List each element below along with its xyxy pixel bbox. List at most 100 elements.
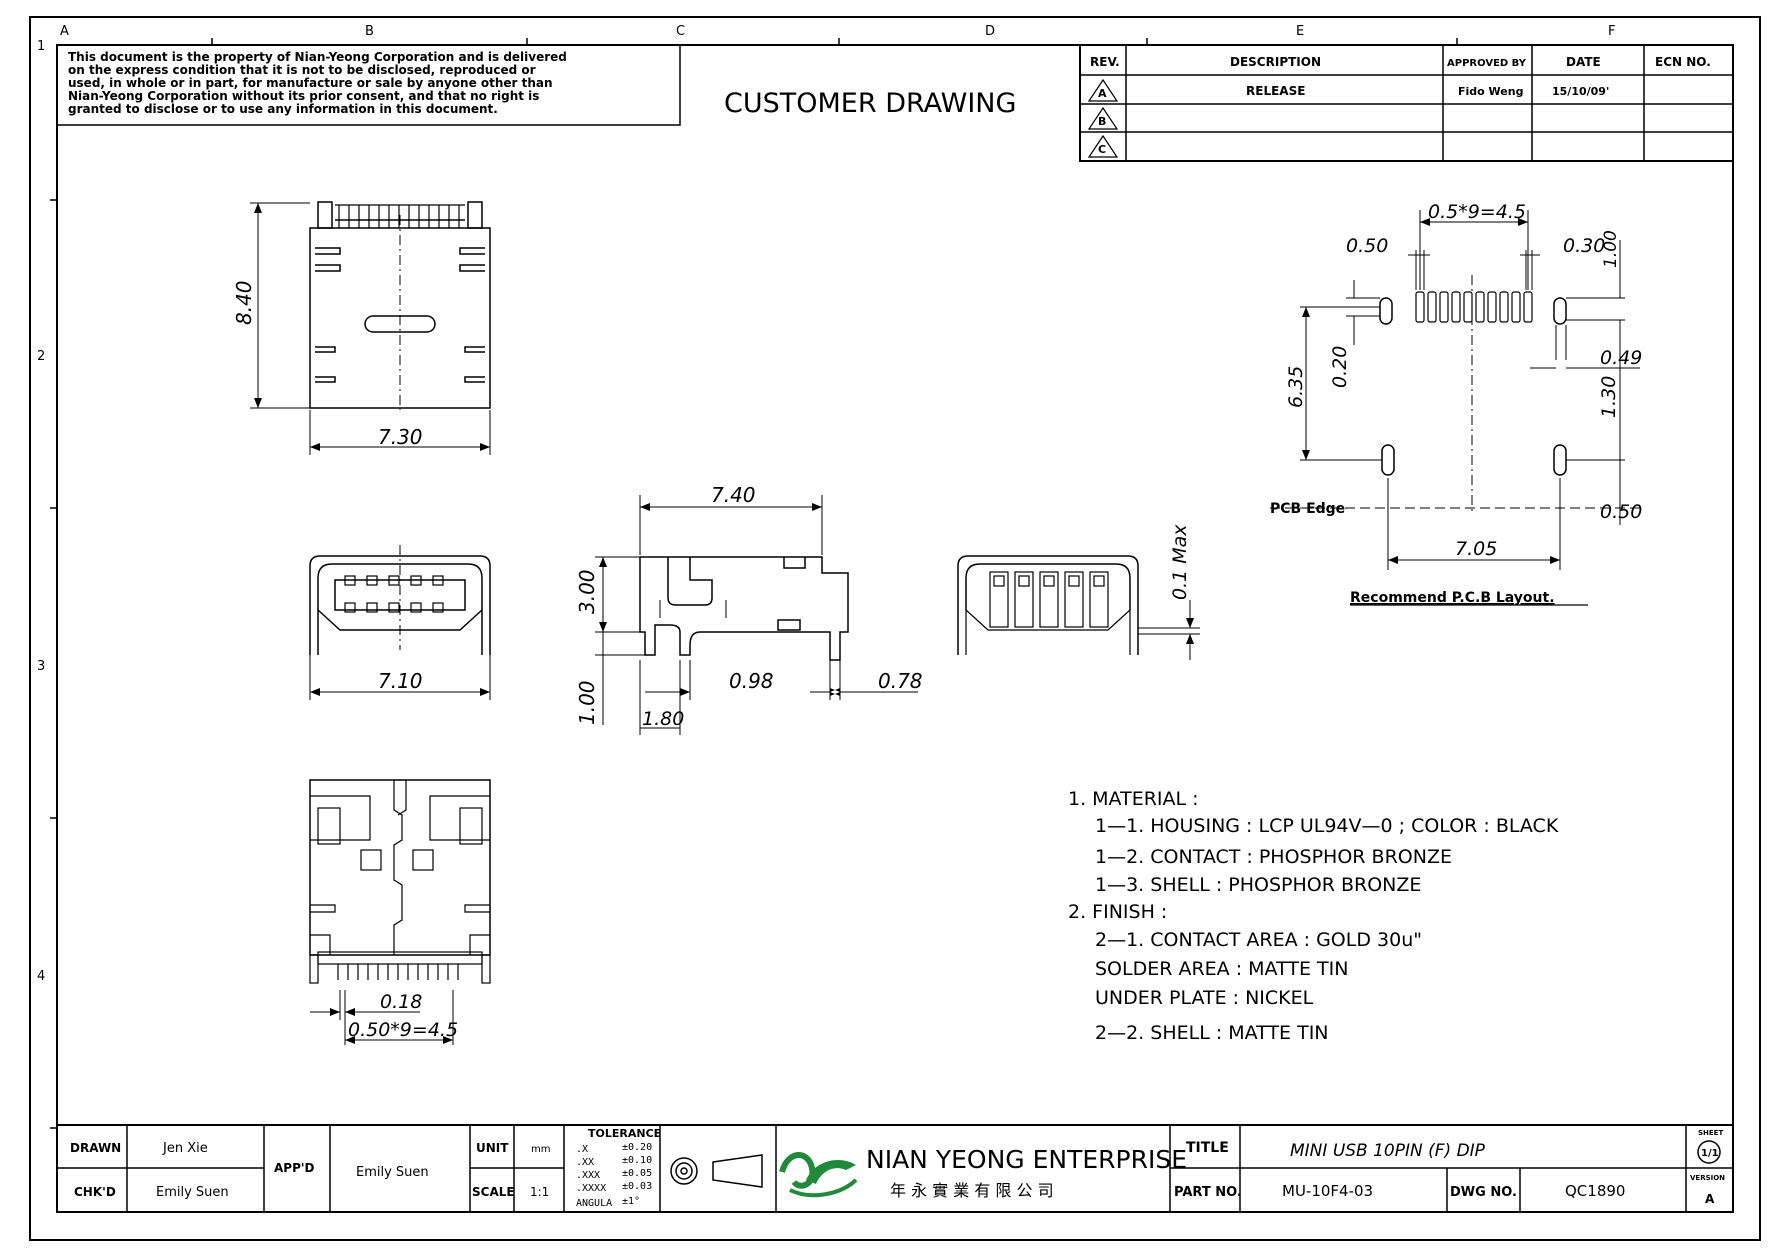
- notice-line: Nian-Yeong Corporation without its prior…: [68, 89, 539, 103]
- rev-a-description: RELEASE: [1246, 84, 1305, 98]
- pcb-050b-dim: 0.50: [1600, 501, 1642, 523]
- company-logo-icon: [779, 1152, 858, 1198]
- third-angle-projection-icon: [670, 1154, 763, 1188]
- zone-number-3: 3: [37, 659, 45, 674]
- tolerance-label: TOLERANCE: [588, 1127, 661, 1140]
- zone-ticks: [50, 38, 1458, 1129]
- tolerance-key: .XX: [576, 1157, 594, 1168]
- description-header: DESCRIPTION: [1230, 55, 1321, 69]
- rev-header: REV.: [1090, 55, 1120, 69]
- side-leg-dim: 1.00: [575, 680, 599, 725]
- pcb-030-dim: 0.30: [1563, 235, 1605, 257]
- dwg-no-label: DWG NO.: [1450, 1185, 1517, 1200]
- zone-letter-b: B: [365, 24, 374, 39]
- tolerance-value: ±0.05: [622, 1168, 652, 1179]
- tolerance-key: .X: [576, 1144, 588, 1155]
- note-line: 1—1. HOUSING : LCP UL94V—0 ; COLOR : BLA…: [1095, 815, 1559, 837]
- side-width-dim: 7.40: [711, 483, 756, 507]
- zone-letter-a: A: [60, 24, 69, 39]
- zone-letter-c: C: [676, 24, 685, 39]
- company-name: NIAN YEONG ENTERPRISE: [866, 1145, 1187, 1174]
- zone-letter-e: E: [1296, 24, 1304, 39]
- appd-name: Emily Suen: [356, 1165, 429, 1180]
- drawn-name: Jen Xie: [162, 1141, 208, 1156]
- note-line: SOLDER AREA : MATTE TIN: [1095, 958, 1348, 980]
- rev-a-label: A: [1098, 87, 1107, 100]
- side-height-dim: 3.00: [575, 569, 599, 614]
- sheet-circle: [1697, 1140, 1721, 1164]
- tolerance-value: ±0.20: [622, 1142, 652, 1153]
- side-view: [595, 495, 918, 735]
- bottom-view: [309, 779, 491, 1045]
- tolerance-value: ±0.10: [622, 1155, 652, 1166]
- rev-b-label: B: [1098, 115, 1106, 128]
- note-line: 1—3. SHELL : PHOSPHOR BRONZE: [1095, 874, 1421, 896]
- rev-a-date: 15/10/09': [1552, 85, 1609, 98]
- notice-line: used, in whole or in part, for manufactu…: [68, 76, 553, 90]
- zone-number-1: 1: [37, 39, 45, 54]
- drawing-type-title: CUSTOMER DRAWING: [724, 88, 1016, 119]
- bottom-pin-dim: 0.18: [380, 991, 422, 1013]
- pcb-020-dim: 0.20: [1329, 346, 1351, 388]
- rear-max-dim: 0.1 Max: [1169, 524, 1191, 600]
- side-098-dim: 0.98: [729, 669, 774, 693]
- tolerance-key: .XXX: [576, 1170, 600, 1181]
- part-no-label: PART NO.: [1174, 1185, 1242, 1200]
- title-value: MINI USB 10PIN (F) DIP: [1290, 1141, 1486, 1161]
- note-line: 2—2. SHELL : MATTE TIN: [1095, 1022, 1329, 1044]
- outer-border: [29, 16, 1761, 1241]
- top-height-dim: 8.40: [232, 280, 256, 325]
- sheet-value: 1/1: [1701, 1148, 1719, 1159]
- drawn-label: DRAWN: [70, 1141, 121, 1155]
- pcb-635-dim: 6.35: [1285, 366, 1307, 408]
- pcb-049-dim: 0.49: [1600, 347, 1642, 369]
- version-value: A: [1705, 1192, 1715, 1206]
- rev-c-label: C: [1098, 143, 1106, 156]
- title-label: TITLE: [1186, 1140, 1229, 1156]
- bottom-pitch-dim: 0.50*9=4.5: [348, 1019, 458, 1041]
- chkd-name: Emily Suen: [156, 1185, 229, 1200]
- pcb-pitch-dim: 0.5*9=4.5: [1428, 201, 1526, 223]
- company-name-cn: 年 永 實 業 有 限 公 司: [890, 1181, 1054, 1200]
- top-view: [250, 201, 491, 455]
- rev-a-approved-by: Fido Weng: [1458, 85, 1523, 98]
- dwg-no-value: QC1890: [1565, 1182, 1625, 1200]
- note-line: 2—1. CONTACT AREA : GOLD 30u": [1095, 929, 1422, 951]
- note-line: 2. FINISH :: [1068, 901, 1167, 923]
- zone-number-4: 4: [37, 969, 45, 984]
- note-line: 1. MATERIAL :: [1068, 788, 1199, 810]
- zone-letter-d: D: [985, 24, 995, 39]
- side-078-dim: 0.78: [878, 669, 923, 693]
- ecn-header: ECN NO.: [1655, 55, 1711, 69]
- title-block: [56, 1124, 1734, 1213]
- unit-label: UNIT: [476, 1141, 509, 1155]
- unit-value: mm: [531, 1144, 550, 1155]
- rear-view: [957, 555, 1200, 660]
- sheet-label: SHEET: [1698, 1129, 1723, 1137]
- notice-line: granted to disclose or to use any inform…: [68, 102, 498, 116]
- scale-label: SCALE: [472, 1185, 515, 1199]
- tolerance-value: ±1°: [622, 1196, 640, 1207]
- note-line: UNDER PLATE : NICKEL: [1095, 987, 1314, 1009]
- revision-table: [1079, 44, 1734, 162]
- date-header: DATE: [1566, 55, 1601, 69]
- zone-number-2: 2: [37, 349, 45, 364]
- tolerance-value: ±0.03: [622, 1181, 652, 1192]
- pcb-layout-caption: Recommend P.C.B Layout.: [1350, 590, 1555, 606]
- notes-block: 1. MATERIAL : 1—1. HOUSING : LCP UL94V—0…: [1068, 788, 1559, 1044]
- pcb-050-dim: 0.50: [1346, 235, 1388, 257]
- version-label: VERSION: [1690, 1174, 1725, 1182]
- note-line: 1—2. CONTACT : PHOSPHOR BRONZE: [1095, 846, 1452, 868]
- side-peg-dim: 1.80: [642, 708, 684, 730]
- scale-value: 1:1: [530, 1185, 549, 1199]
- pcb-layout: [1270, 210, 1640, 570]
- front-width-dim: 7.10: [378, 669, 423, 693]
- front-view: [309, 545, 491, 700]
- chkd-label: CHK'D: [74, 1185, 116, 1199]
- notice-line: on the express condition that it is not …: [68, 63, 536, 77]
- pcb-100-dim: 1.00: [1601, 230, 1621, 268]
- zone-letter-f: F: [1608, 24, 1615, 39]
- pcb-130-dim: 1.30: [1598, 376, 1620, 418]
- appd-label: APP'D: [274, 1161, 315, 1175]
- pcb-705-dim: 7.05: [1455, 538, 1497, 560]
